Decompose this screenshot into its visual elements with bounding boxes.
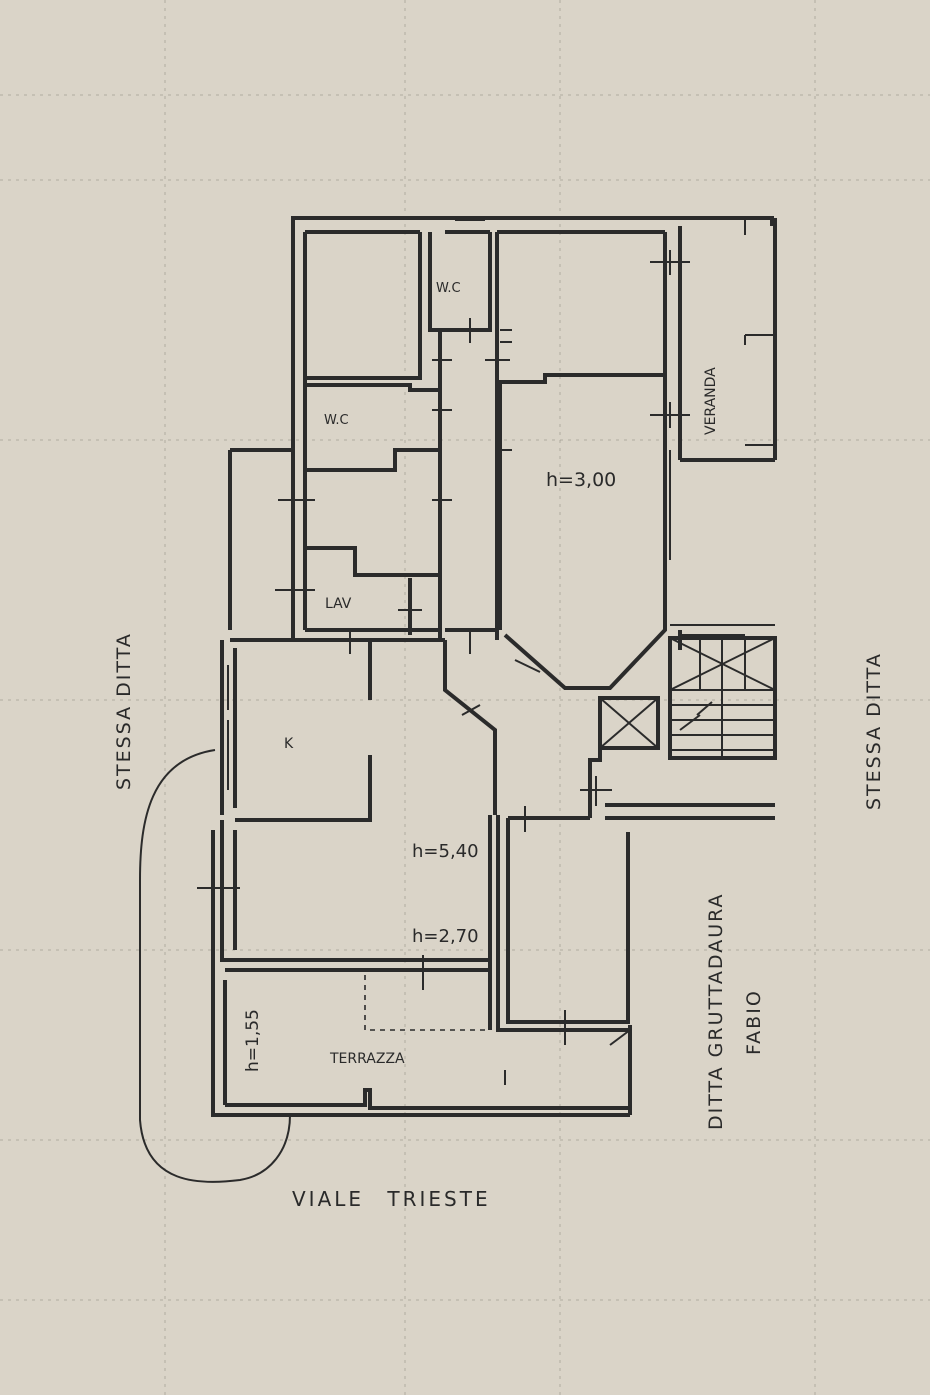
stair-core bbox=[598, 624, 777, 760]
kitchen-label: K bbox=[284, 736, 294, 752]
veranda-label: VERANDA bbox=[703, 367, 719, 435]
height-mezz-label: h=2,70 bbox=[412, 926, 479, 947]
right-lower-neighbor-line1: DITTA GRUTTADAURA bbox=[705, 892, 727, 1130]
right-lower-neighbor-line2: FABIO bbox=[743, 989, 765, 1055]
laundry-label: LAV bbox=[325, 596, 352, 612]
right-neighbor-label: STESSA DITTA bbox=[863, 652, 885, 810]
height-terrace-label: h=1,55 bbox=[243, 1009, 263, 1072]
height-main-label: h=3,00 bbox=[546, 469, 616, 491]
height-hall-label: h=5,40 bbox=[412, 841, 479, 862]
curved-balcony bbox=[139, 749, 291, 1183]
room-labels: W.C W.C LAV K TERRAZZA h=3,00 h=5,40 h=2… bbox=[243, 281, 719, 1072]
opening-marks bbox=[197, 219, 713, 1045]
wc-upper-label: W.C bbox=[436, 281, 461, 296]
lower-block-walls bbox=[211, 448, 775, 1117]
street-label: VIALE TRIESTE bbox=[292, 1187, 491, 1211]
left-neighbor-label: STESSA DITTA bbox=[113, 632, 135, 790]
wc-lower-label: W.C bbox=[324, 413, 349, 428]
context-labels: STESSA DITTA STESSA DITTA DITTA GRUTTADA… bbox=[113, 632, 885, 1211]
terrace-label: TERRAZZA bbox=[329, 1051, 405, 1067]
